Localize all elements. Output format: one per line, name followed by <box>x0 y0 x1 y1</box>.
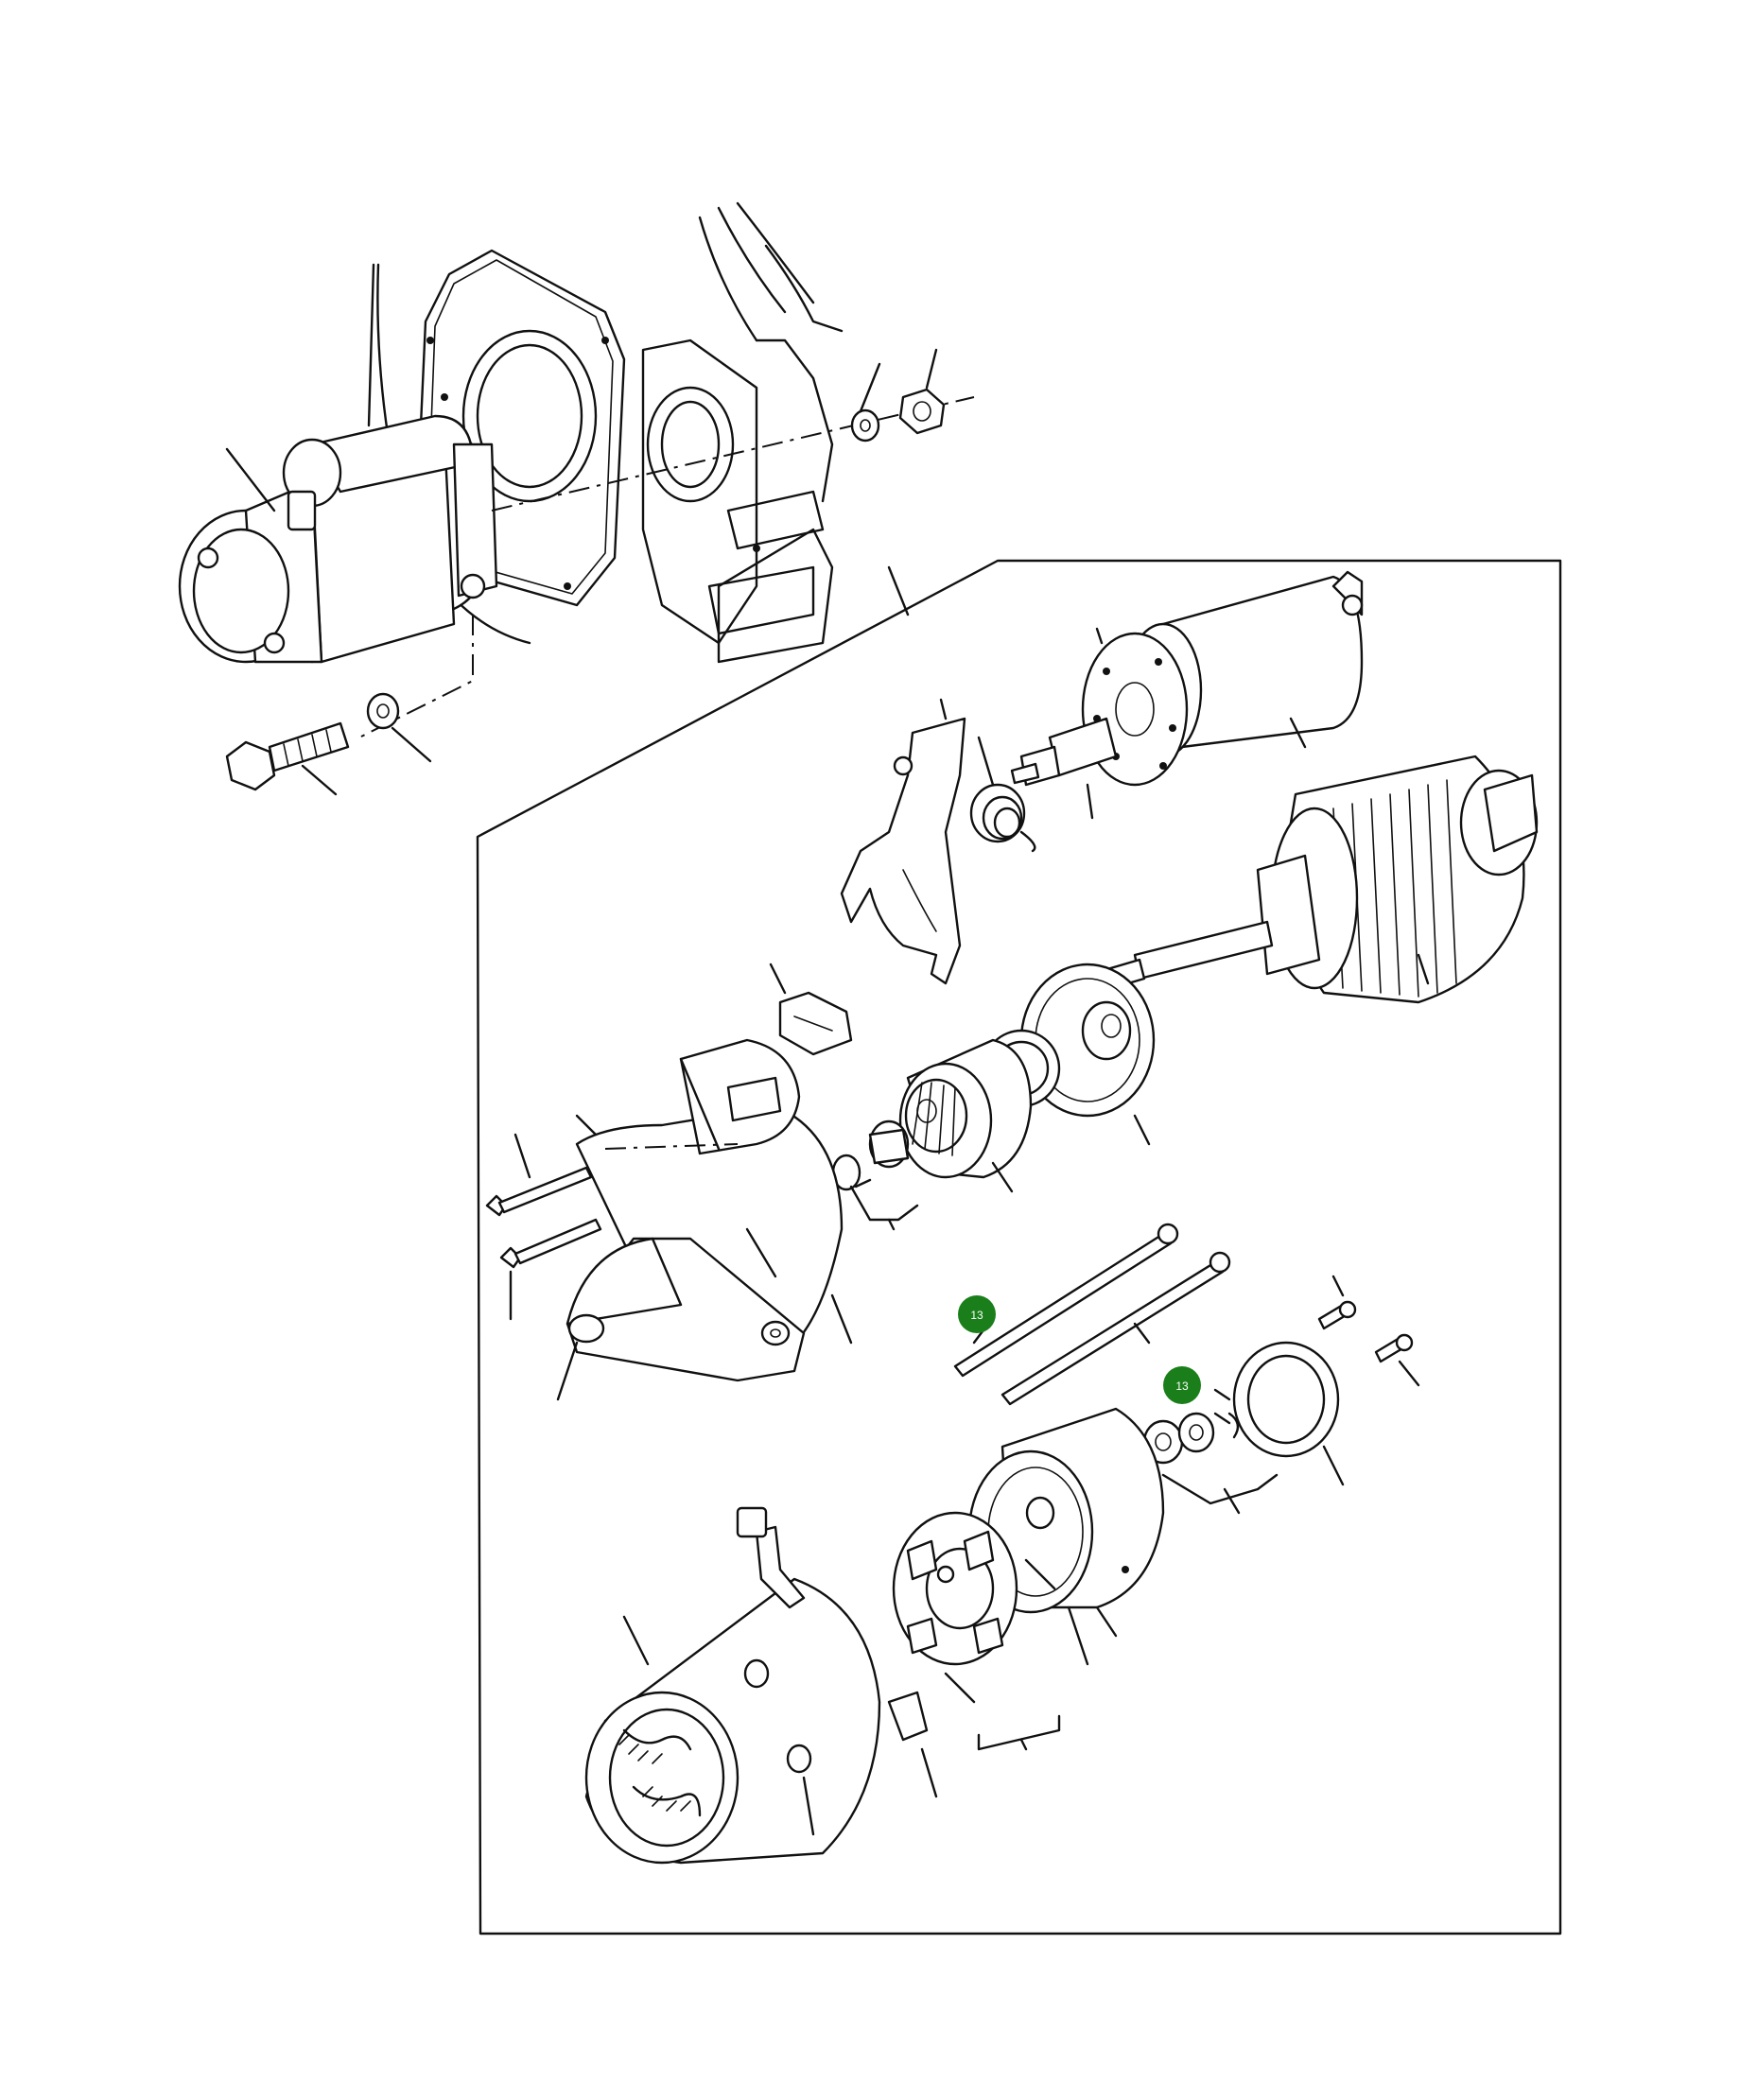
solenoid-plunger <box>1010 717 1118 820</box>
through-bolts <box>953 1223 1231 1406</box>
housing-bolts <box>485 1133 602 1321</box>
mounting-washer-nut <box>850 348 946 443</box>
armature <box>1057 755 1539 1004</box>
callout-badge-2[interactable]: 13 <box>1163 1366 1201 1404</box>
exploded-view-frame <box>476 559 1562 1935</box>
return-spring <box>969 736 1036 853</box>
end-cover-screws <box>1317 1275 1420 1387</box>
engine-bellhousing <box>367 201 844 664</box>
lever-pivot-block <box>769 963 853 1056</box>
drive-pinion-clutch <box>898 1029 1061 1193</box>
solenoid <box>1081 570 1364 787</box>
callout-badge-1[interactable]: 13 <box>958 1295 996 1333</box>
yoke-field-coils <box>584 1506 938 1865</box>
callout-label: 13 <box>1175 1380 1189 1393</box>
callout-circle[interactable] <box>1163 1366 1201 1404</box>
callout-label: 13 <box>970 1309 983 1322</box>
starter-motor-assembled <box>178 396 975 738</box>
callout-circle[interactable] <box>958 1295 996 1333</box>
brush-plate <box>892 1511 1061 1751</box>
drive-end-housing <box>556 1038 853 1401</box>
mounting-bolt-washer <box>225 692 432 796</box>
thrust-collar-circlip <box>831 1119 919 1231</box>
end-cap <box>1232 1341 1345 1486</box>
engagement-lever <box>840 698 966 985</box>
